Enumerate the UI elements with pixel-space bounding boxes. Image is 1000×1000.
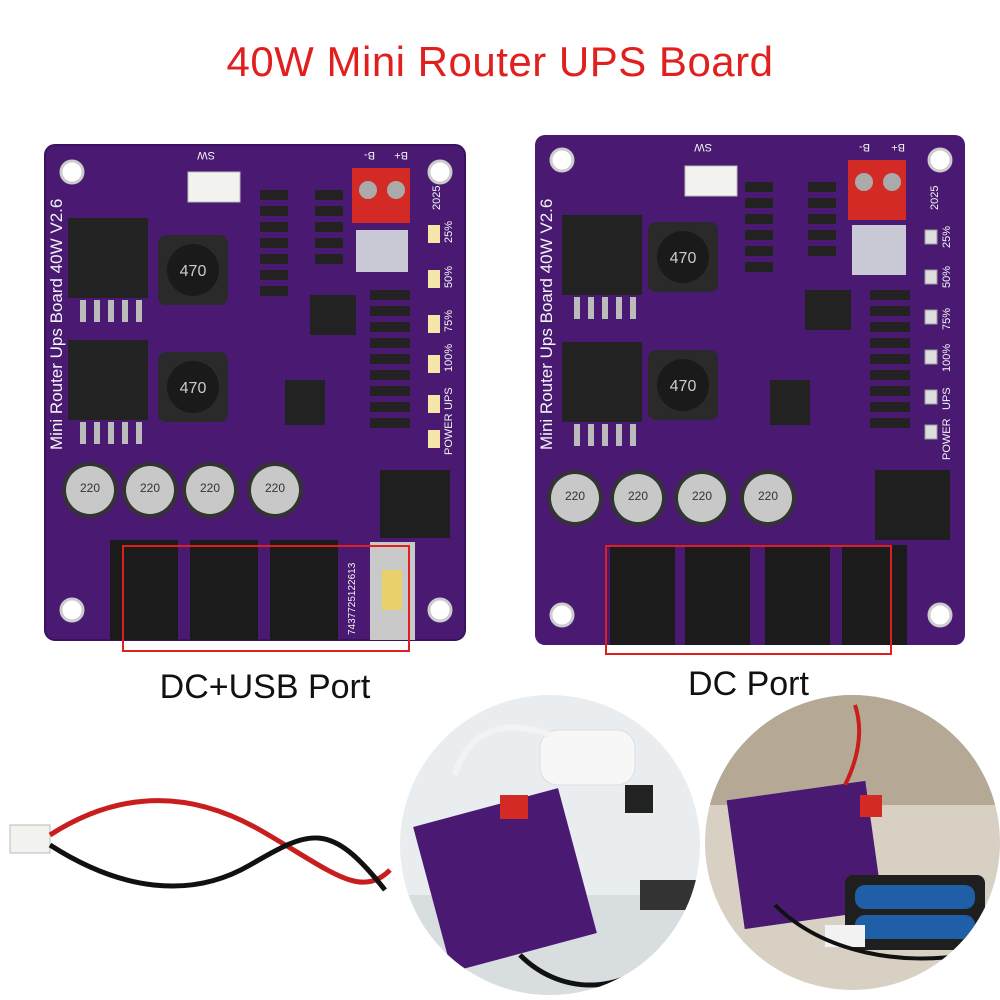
left-100-label: 100% [443, 344, 455, 372]
right-75-label: 75% [941, 308, 953, 330]
right-board-photo: 470 470 220 220 220 220 [530, 130, 970, 650]
left-board-image: 470 470 220 220 220 220 [44, 144, 466, 641]
right-inductor-1-label: 470 [670, 250, 697, 267]
left-50-label: 50% [443, 266, 455, 288]
right-port-highlight [605, 545, 892, 655]
left-cap-label: 220 [200, 481, 220, 495]
page-title: 40W Mini Router UPS Board [226, 38, 774, 85]
left-port-label: DC+USB Port [159, 668, 371, 706]
right-inductor-2-label: 470 [670, 378, 697, 395]
right-bminus-label: B- [859, 141, 870, 153]
right-power-label: POWER [941, 418, 953, 460]
usage-photo-battery [705, 695, 1000, 990]
right-silkscreen-text: Mini Router Ups Board 40W V2.6 [537, 199, 556, 450]
left-port-highlight [122, 545, 410, 652]
left-year-label: 2025 [431, 186, 443, 210]
right-sw-label: SW [694, 141, 712, 153]
left-sw-label: SW [197, 149, 215, 161]
right-cap-label: 220 [692, 489, 712, 503]
left-board-photo: 470 470 220 220 220 220 [40, 140, 470, 645]
left-cap-label: 220 [80, 481, 100, 495]
right-cap-label: 220 [758, 489, 778, 503]
right-port-label: DC Port [688, 665, 809, 703]
right-bplus-label: B+ [891, 141, 905, 153]
right-year-label: 2025 [929, 186, 941, 210]
left-silkscreen-text: Mini Router Ups Board 40W V2.6 [47, 199, 66, 450]
left-cap-label: 220 [140, 481, 160, 495]
left-inductor-2-label: 470 [180, 380, 207, 397]
left-power-label: POWER [443, 413, 455, 455]
left-bplus-label: B+ [394, 149, 408, 161]
right-50-label: 50% [941, 266, 953, 288]
left-serial-label: 7437725122613 [347, 562, 358, 635]
left-cap-label: 220 [265, 481, 285, 495]
right-cap-label: 220 [628, 489, 648, 503]
jst-cable-image [9, 798, 392, 892]
right-ups-label: UPS [941, 387, 953, 410]
usage-photo-router [400, 695, 700, 995]
right-25-label: 25% [941, 226, 953, 248]
left-25-label: 25% [443, 221, 455, 243]
left-75-label: 75% [443, 310, 455, 332]
right-100-label: 100% [941, 344, 953, 372]
left-inductor-1-label: 470 [180, 263, 207, 280]
right-cap-label: 220 [565, 489, 585, 503]
left-ups-label: UPS [443, 387, 455, 410]
right-board-image: 470 470 220 220 220 220 [535, 135, 965, 645]
left-bminus-label: B- [364, 149, 375, 161]
